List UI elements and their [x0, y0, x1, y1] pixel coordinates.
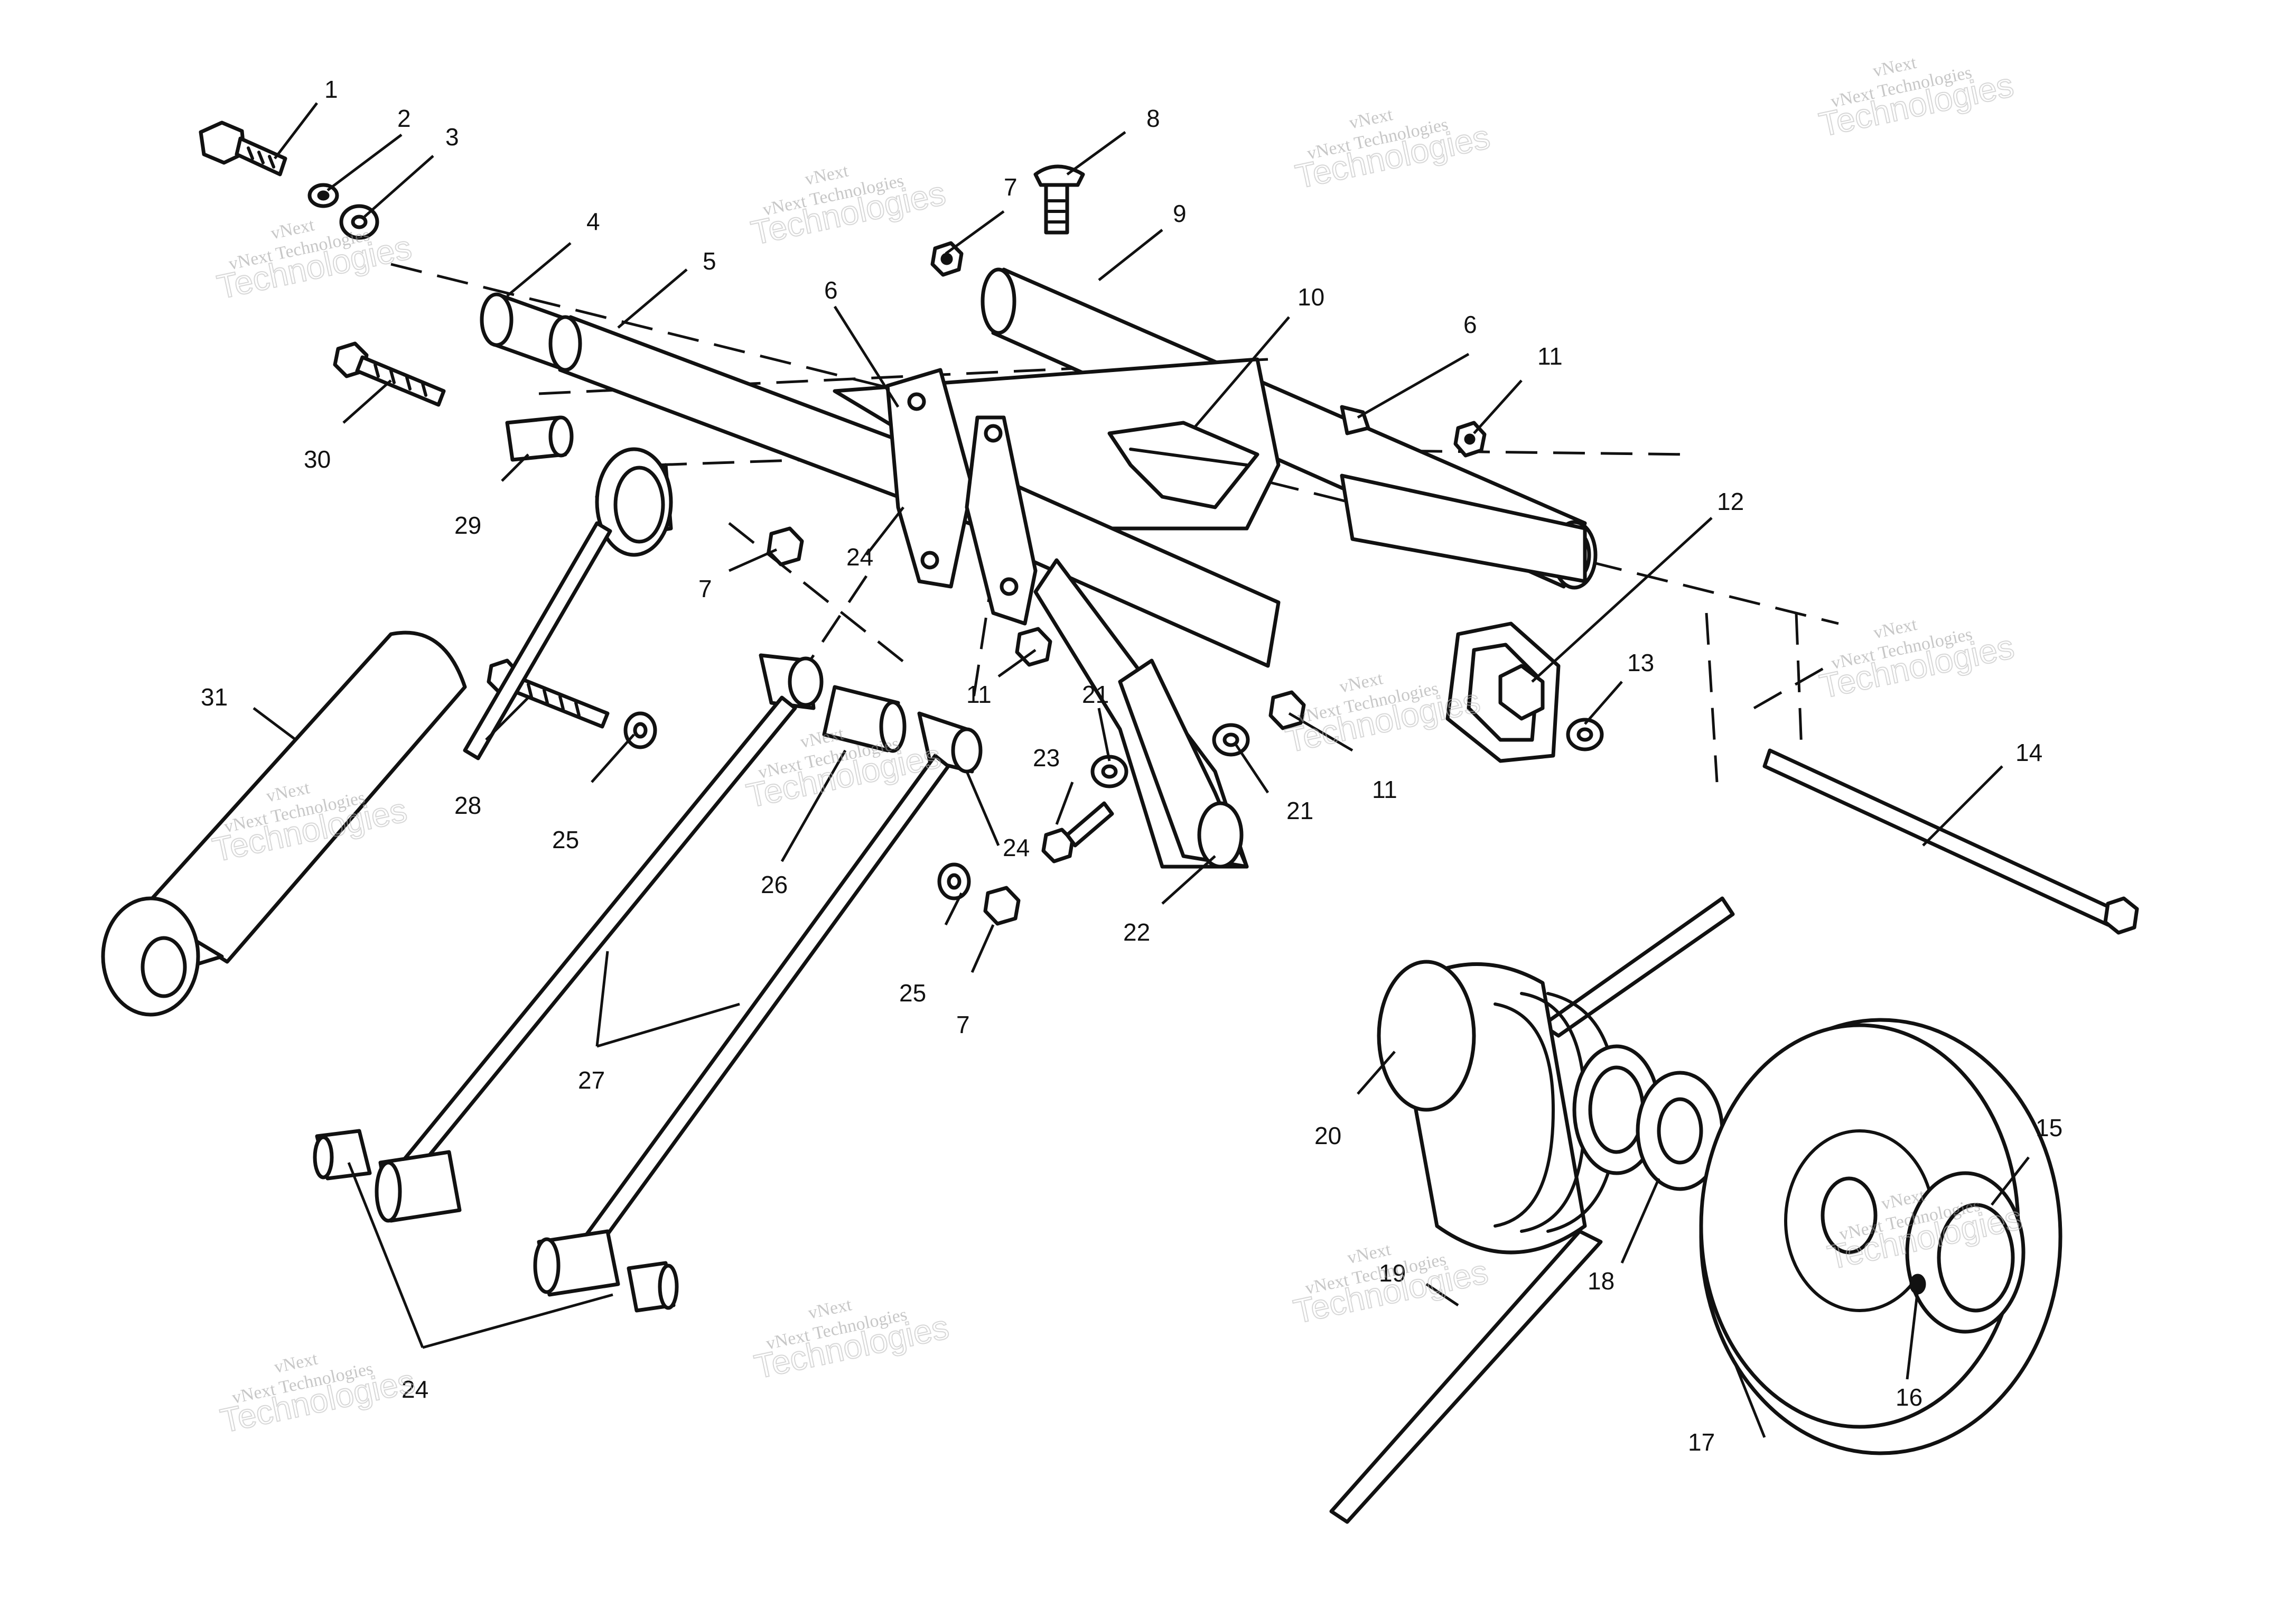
- link-rod-27a: [399, 653, 824, 1175]
- carriage-bolt-8: [1033, 164, 1085, 235]
- watermark-tile: vNext vNext Technologies Technologies: [751, 1295, 953, 1386]
- callout-21b: 21: [1286, 797, 1313, 824]
- hex-bolt-1: [199, 120, 287, 177]
- watermark-tile: vNext vNext Technologies Technologies: [1292, 105, 1494, 196]
- washer-13: [1566, 718, 1604, 751]
- long-bolt-14: [1762, 748, 2139, 935]
- callout-4: 4: [586, 208, 600, 235]
- callout-12: 12: [1717, 488, 1744, 515]
- callout-labels: 1 2 3 4 5 6 7 8 9 10 6 11 12 13 14 15 16…: [201, 76, 2062, 1456]
- callout-7c: 7: [956, 1011, 970, 1038]
- torsion-spring-20: [1377, 960, 1661, 1255]
- callout-10: 10: [1298, 283, 1324, 311]
- callout-15: 15: [2036, 1114, 2062, 1141]
- callout-24b: 24: [1003, 834, 1030, 861]
- lever-arm-22: [1118, 658, 1249, 869]
- callout-24c: 24: [402, 1376, 428, 1403]
- callout-29: 29: [454, 512, 481, 539]
- nut-7c: [983, 886, 1021, 926]
- callout-26: 26: [761, 871, 788, 898]
- washer-21a: [1090, 755, 1128, 788]
- bushing-26: [822, 685, 907, 753]
- bushing-29: [505, 415, 574, 462]
- callout-19: 19: [1379, 1259, 1406, 1287]
- watermark-tile: vNext vNext Technologies Technologies: [1815, 53, 2017, 144]
- callout-2: 2: [397, 105, 411, 132]
- watermark-tile: vNext vNext Technologies Technologies: [747, 161, 949, 253]
- spring-rod-19: [1329, 896, 1735, 1524]
- callout-3: 3: [445, 123, 459, 151]
- callout-23: 23: [1033, 744, 1060, 772]
- callout-7a: 7: [1004, 173, 1018, 201]
- callout-11a: 11: [1537, 342, 1563, 370]
- lock-washer-2: [307, 183, 339, 208]
- nut-7a: [930, 241, 964, 277]
- bushing-24d: [627, 1261, 679, 1313]
- callout-20: 20: [1314, 1122, 1341, 1149]
- callout-14: 14: [2015, 739, 2042, 766]
- callout-27: 27: [578, 1066, 605, 1094]
- pin-6: [1340, 405, 1370, 435]
- callout-5: 5: [703, 247, 716, 275]
- bushing-24a: [313, 1129, 372, 1181]
- shock-absorber-31: [101, 447, 673, 1017]
- washer-25a: [623, 711, 657, 749]
- callout-6a: 6: [824, 276, 838, 304]
- adjuster-block-12: [1445, 621, 1561, 763]
- leader-lines: [253, 102, 2030, 1438]
- washer-25b: [937, 862, 971, 900]
- hub-15: [1905, 1171, 2026, 1334]
- callout-16: 16: [1896, 1383, 1922, 1411]
- spring-clip-10: [1107, 421, 1259, 509]
- bolt-30: [333, 341, 446, 407]
- callout-6b: 6: [1463, 311, 1477, 338]
- callout-8: 8: [1146, 105, 1160, 132]
- callout-24a: 24: [846, 543, 873, 571]
- watermark-tile: vNext vNext Technologies Technologies: [1282, 668, 1483, 760]
- callout-9: 9: [1173, 200, 1187, 227]
- callout-25a: 25: [552, 826, 579, 853]
- callout-7b: 7: [698, 575, 712, 602]
- callout-1: 1: [324, 76, 338, 103]
- watermark-tile: vNext vNext Technologies Technologies: [1816, 615, 2018, 706]
- side-plate-6b: [965, 415, 1038, 626]
- callout-28: 28: [454, 792, 481, 819]
- callout-13: 13: [1627, 649, 1654, 676]
- watermark-tile: vNext vNext Technologies Technologies: [213, 215, 415, 307]
- bolt-23: [1041, 801, 1114, 863]
- callout-11c: 11: [1372, 776, 1397, 803]
- callout-11b: 11: [966, 681, 992, 708]
- bushing-24b: [375, 1150, 462, 1223]
- callout-18: 18: [1588, 1267, 1614, 1295]
- nut-7b: [767, 526, 804, 566]
- nut-11c: [1268, 690, 1306, 730]
- callout-17: 17: [1688, 1428, 1715, 1456]
- callout-30: 30: [304, 445, 331, 473]
- callout-22: 22: [1123, 918, 1150, 946]
- callout-21a: 21: [1082, 681, 1109, 708]
- watermark-tile: vNext vNext Technologies Technologies: [217, 1349, 418, 1441]
- callout-31: 31: [201, 683, 228, 711]
- washer-21b: [1212, 723, 1250, 757]
- washer-18: [1636, 1071, 1724, 1191]
- bushing-24c: [533, 1229, 620, 1297]
- wheel-17: [1699, 1018, 2062, 1455]
- side-plate-6: [885, 368, 974, 589]
- callout-25b: 25: [899, 979, 926, 1007]
